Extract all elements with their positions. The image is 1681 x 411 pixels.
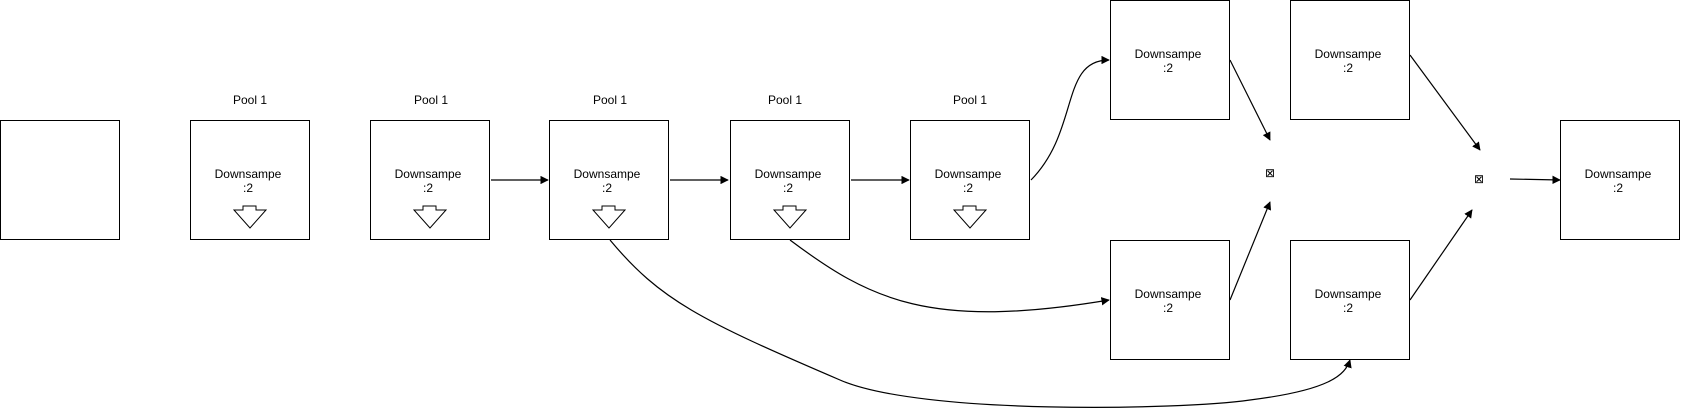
arrow-bot1-to-merge1 bbox=[1229, 201, 1272, 301]
downsample-label: Downsampe :2 bbox=[1314, 47, 1382, 75]
input-box bbox=[0, 120, 120, 240]
downsample-label: Downsampe :2 bbox=[934, 167, 1002, 195]
downsample-box-top-2 bbox=[1290, 0, 1410, 120]
downsample-label: Downsampe :2 bbox=[1584, 167, 1652, 195]
downsample-box-4 bbox=[730, 120, 850, 240]
downsample-label: Downsampe :2 bbox=[214, 167, 282, 195]
arrow-bot2-to-merge2 bbox=[1409, 209, 1473, 301]
pool-label: Pool 1 bbox=[232, 93, 268, 107]
downsample-label: Downsampe :2 bbox=[754, 167, 822, 195]
merge-icon: ⊠ bbox=[1265, 166, 1276, 180]
pool-label: Pool 1 bbox=[413, 93, 449, 107]
downsample-box-bottom-1 bbox=[1110, 240, 1230, 360]
downsample-label: Downsampe :2 bbox=[1314, 287, 1382, 315]
curve-box4-to-bot2 bbox=[609, 239, 1352, 408]
arrow-merge2-to-out bbox=[1509, 175, 1561, 185]
pool-label: Pool 1 bbox=[952, 93, 988, 107]
curve-box5-to-bot1 bbox=[789, 239, 1110, 313]
downsample-label: Downsampe :2 bbox=[1134, 47, 1202, 75]
downsample-box-bottom-2 bbox=[1290, 240, 1410, 360]
output-box bbox=[1560, 120, 1680, 240]
arrow-top1-to-merge1 bbox=[1229, 59, 1271, 141]
arrow-top2-to-merge2 bbox=[1409, 54, 1481, 151]
downsample-box-top-1 bbox=[1110, 0, 1230, 120]
curve-box6-to-top1 bbox=[1030, 55, 1110, 181]
pool-label: Pool 1 bbox=[767, 93, 803, 107]
downsample-label: Downsampe :2 bbox=[573, 167, 641, 195]
downsample-label: Downsampe :2 bbox=[394, 167, 462, 195]
merge-icon: ⊠ bbox=[1474, 172, 1485, 186]
downsample-label: Downsampe :2 bbox=[1134, 287, 1202, 315]
pool-label: Pool 1 bbox=[592, 93, 628, 107]
